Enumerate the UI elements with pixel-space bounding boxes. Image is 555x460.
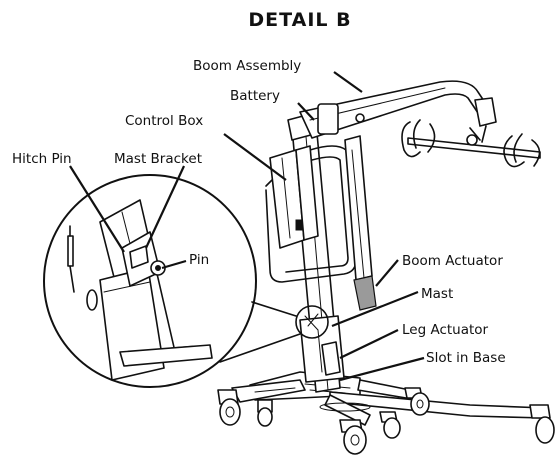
label-slot-in-base: Slot in Base bbox=[426, 350, 506, 366]
label-boom-assembly: Boom Assembly bbox=[193, 58, 301, 74]
label-hitch-pin: Hitch Pin bbox=[12, 151, 72, 167]
label-leg-actuator: Leg Actuator bbox=[402, 322, 489, 338]
label-mast-bracket: Mast Bracket bbox=[114, 151, 202, 167]
caster-wheels bbox=[217, 387, 555, 455]
detail-title: DETAIL B bbox=[248, 9, 351, 31]
leader-lines bbox=[69, 71, 425, 382]
spreader-bar bbox=[401, 119, 541, 168]
label-control-box: Control Box bbox=[125, 113, 203, 129]
battery bbox=[295, 145, 319, 241]
boom-actuator bbox=[344, 135, 377, 311]
label-pin: Pin bbox=[189, 252, 209, 268]
detail-b-marker bbox=[295, 305, 329, 339]
label-battery: Battery bbox=[230, 88, 280, 104]
boom-assembly bbox=[299, 80, 497, 143]
label-boom-actuator: Boom Actuator bbox=[402, 253, 503, 269]
detail-b-magnified-view bbox=[43, 174, 301, 388]
leg-actuator bbox=[321, 341, 341, 376]
label-mast: Mast bbox=[421, 286, 453, 302]
